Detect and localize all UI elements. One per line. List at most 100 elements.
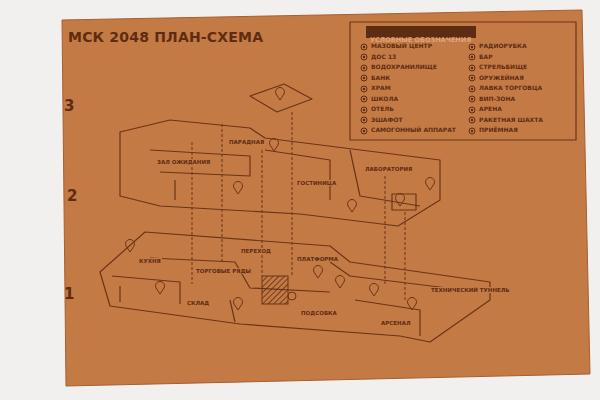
riser-line (385, 176, 386, 286)
pin-icon (336, 275, 345, 288)
icon-ring (469, 117, 475, 123)
icon-dot (471, 108, 473, 110)
icon-ring (361, 54, 367, 60)
icon-dot (363, 45, 365, 47)
room-label: ПОДСОБКА (300, 310, 338, 316)
icon-ring (469, 96, 475, 102)
icon-ring (361, 117, 367, 123)
room-label: ПЛАТФОРМА (296, 256, 339, 262)
map-title: МСК 2048 ПЛАН-СХЕМА (68, 30, 263, 45)
floor-number: 2 (67, 188, 77, 205)
legend-text: ДОС 13 (371, 54, 396, 61)
floor-number: 1 (64, 286, 74, 303)
wall (119, 286, 120, 302)
legend-text: ОРУЖЕЙНАЯ (479, 75, 524, 82)
pin-icon (270, 138, 279, 151)
icon-dot (363, 129, 365, 131)
icon-dot (363, 77, 365, 79)
wall (150, 150, 250, 176)
legend-text: СТРЕЛЬБИЩЕ (479, 64, 527, 71)
icon-dot (471, 98, 473, 100)
legend-icon (468, 95, 476, 103)
room-label: ГОСТИНИЦА (296, 180, 337, 186)
room-label: ПАРАДНАЯ (228, 139, 265, 145)
icon-dot (471, 45, 473, 47)
legend-text: РАДИОРУБКА (479, 43, 527, 50)
icon-dot (471, 87, 473, 89)
legend-frame (350, 22, 576, 140)
legend-icon (360, 53, 368, 61)
icon-dot (363, 108, 365, 110)
leather-sheet (62, 10, 590, 386)
icon-ring (469, 128, 475, 134)
legend-text: ЛАВКА ТОРГОВЦА (479, 85, 542, 92)
legend-icon (468, 106, 476, 114)
legend-icon (360, 74, 368, 82)
legend-header: УСЛОВНЫЕ ОБОЗНАЧЕНИЯ (366, 26, 476, 38)
wall (112, 276, 180, 304)
room-label: ЛАБОРАТОРИЯ (364, 166, 413, 172)
pin-icon (234, 297, 243, 310)
icon-dot (471, 129, 473, 131)
riser-line (405, 212, 406, 302)
legend-icon (468, 74, 476, 82)
riser-line (262, 150, 263, 276)
room-label: ЗАЛ ОЖИДАНИЯ (156, 159, 211, 165)
legend-icon (360, 43, 368, 51)
riser-line (222, 124, 223, 262)
pin-icon (126, 239, 135, 252)
icon-ring (469, 86, 475, 92)
legend-icon (468, 127, 476, 135)
icon-dot (363, 119, 365, 121)
riser-line (292, 112, 293, 276)
room-label: АРСЕНАЛ (380, 320, 412, 326)
room-label: ПЕРЕХОД (240, 248, 272, 254)
pin-icon (314, 265, 323, 278)
legend-icon (360, 64, 368, 72)
icon-ring (361, 128, 367, 134)
icon-dot (471, 56, 473, 58)
legend-text: ШКОЛА (371, 96, 398, 103)
legend-text: РАКЕТНАЯ ШАХТА (479, 117, 543, 124)
icon-ring (361, 75, 367, 81)
legend-icon (360, 127, 368, 135)
wall (355, 300, 420, 336)
icon-ring (469, 75, 475, 81)
icon-ring (361, 44, 367, 50)
legend-text: БАНК (371, 75, 390, 82)
legend-text: ВИП-ЗОНА (479, 96, 515, 103)
legend-text: МАЗОВЫЙ ЦЕНТР (371, 43, 432, 50)
icon-ring (361, 65, 367, 71)
pin-icon (348, 199, 357, 212)
legend-text: ВОДОХРАНИЛИЩЕ (371, 64, 437, 71)
floor-2 (120, 120, 440, 226)
floor-3 (250, 84, 312, 112)
floor-number: 3 (64, 98, 74, 115)
room-label: СКЛАД (186, 300, 210, 306)
icon-ring (469, 65, 475, 71)
icon-dot (363, 87, 365, 89)
icon-ring (469, 107, 475, 113)
icon-dot (471, 77, 473, 79)
legend-icon (468, 116, 476, 124)
legend-icon (360, 106, 368, 114)
wall (150, 258, 330, 292)
pin-icon (370, 283, 379, 296)
icon-dot (471, 66, 473, 68)
pin-icon (156, 281, 165, 294)
room-label: КУХНЯ (138, 258, 162, 264)
pin-icon (426, 177, 435, 190)
legend-icon (468, 64, 476, 72)
pin-icon (234, 181, 243, 194)
icon-dot (471, 119, 473, 121)
room-label: ТЕХНИЧЕСКИЙ ТУННЕЛЬ (430, 287, 511, 293)
legend-icon (468, 85, 476, 93)
legend-icon (360, 85, 368, 93)
legend-text: ХРАМ (371, 85, 391, 92)
pin-icon (408, 297, 417, 310)
pin-icon (288, 292, 296, 300)
legend-text: ОТЕЛЬ (371, 106, 394, 113)
wall (265, 150, 330, 200)
legend-icon (468, 53, 476, 61)
legend-text: БАР (479, 54, 493, 61)
